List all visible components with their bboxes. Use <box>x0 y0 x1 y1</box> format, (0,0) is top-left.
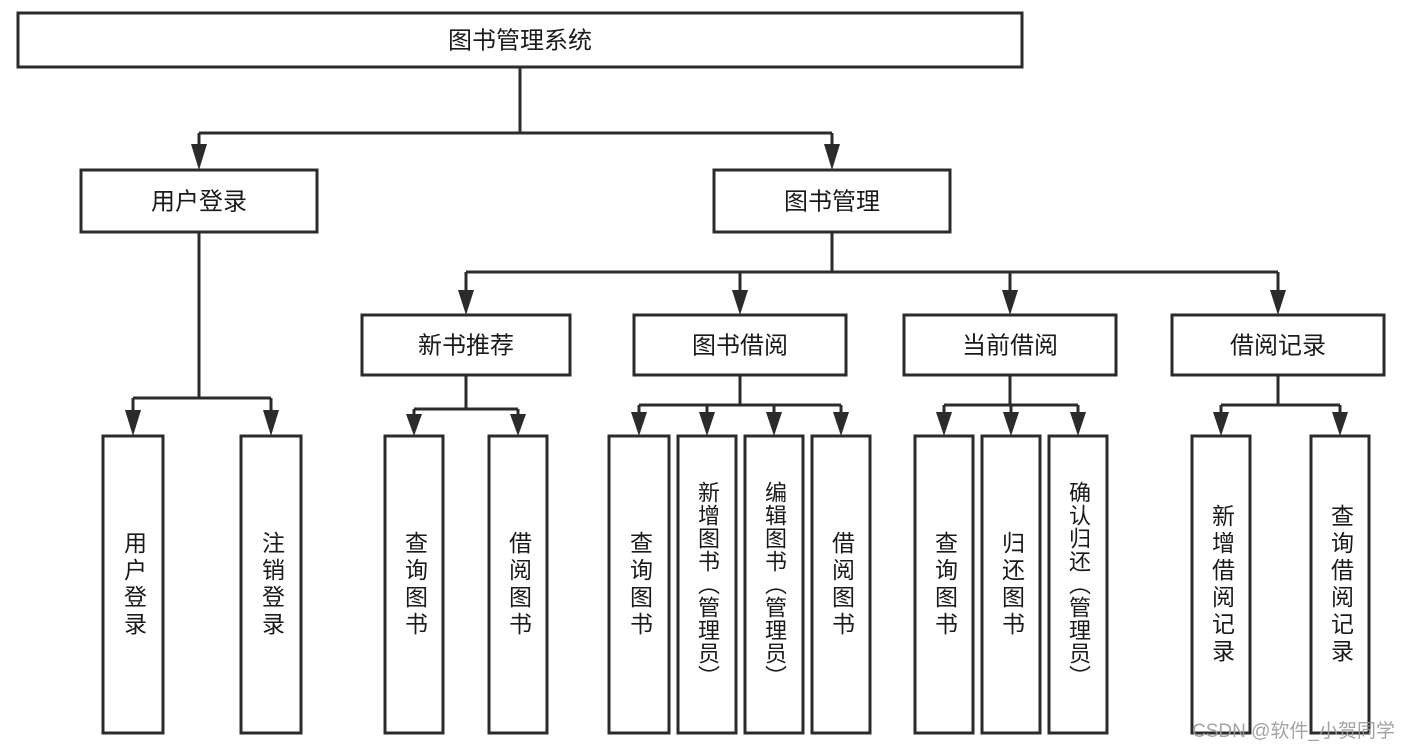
arrow-user-login-leaf-2-icon <box>263 410 279 436</box>
node-new-book-recommend-box[interactable] <box>360 313 572 377</box>
node-book-management-box[interactable] <box>712 168 952 234</box>
node-current-borrow[interactable]: 当前借阅 <box>902 313 1118 377</box>
node-user-login-box[interactable] <box>79 168 319 234</box>
watermark-text: CSDN @软件_小贺同学 <box>1192 721 1395 742</box>
arrow-book-borrow-leaf-4-icon <box>833 412 849 436</box>
leaf-box-add-borrow-record[interactable] <box>1190 434 1252 735</box>
arrow-root-to-book-management-icon <box>824 144 840 170</box>
node-root-box[interactable] <box>16 11 1024 69</box>
node-borrow-record[interactable]: 借阅记录 <box>1170 313 1386 377</box>
node-book-borrow[interactable]: 图书借阅 <box>632 313 848 377</box>
leaf-group-book-borrow <box>607 434 872 735</box>
arrow-borrow-record-leaf-2-icon <box>1332 412 1348 436</box>
leaf-box-return-book[interactable] <box>980 434 1042 735</box>
node-user-login-label: 用户登录 <box>151 189 247 216</box>
leaf-box-borrow-book-1[interactable] <box>487 434 549 735</box>
leaf-group-borrow-record <box>1190 434 1371 735</box>
arrow-to-new-book-recommend-icon <box>458 290 474 315</box>
node-root[interactable]: 图书管理系统 <box>16 11 1024 69</box>
connector-group-root-to-level2 <box>191 67 840 170</box>
leaf-box-query-book-2[interactable] <box>607 434 671 735</box>
arrow-current-borrow-leaf-2-icon <box>1003 412 1019 436</box>
arrow-new-book-recommend-leaf-1-icon <box>406 414 422 436</box>
arrow-book-borrow-leaf-2-icon <box>699 412 715 436</box>
arrow-to-book-borrow-icon <box>732 290 748 315</box>
arrow-root-to-user-login-icon <box>191 144 207 170</box>
arrow-book-borrow-leaf-3-icon <box>766 412 782 436</box>
arrow-to-borrow-record-icon <box>1270 290 1286 315</box>
connector-group-book-management-to-level3 <box>458 232 1286 315</box>
leaf-box-logout-login[interactable] <box>239 434 303 735</box>
node-book-borrow-label: 图书借阅 <box>692 333 788 360</box>
node-root-label: 图书管理系统 <box>448 28 592 55</box>
node-borrow-record-box[interactable] <box>1170 313 1386 377</box>
leaf-box-user-login[interactable] <box>101 434 165 735</box>
leaf-box-add-book-admin[interactable] <box>676 434 738 735</box>
leaf-box-query-book-1[interactable] <box>383 434 445 735</box>
leaf-box-query-borrow-record[interactable] <box>1309 434 1371 735</box>
connector-group-borrow-record-to-leaves <box>1213 375 1348 436</box>
node-user-login[interactable]: 用户登录 <box>79 168 319 234</box>
node-new-book-recommend-label: 新书推荐 <box>418 333 514 360</box>
leaf-group-user-login <box>101 434 303 735</box>
leaf-box-edit-book-admin[interactable] <box>743 434 805 735</box>
node-book-management[interactable]: 图书管理 <box>712 168 952 234</box>
arrow-user-login-leaf-1-icon <box>125 410 141 436</box>
leaf-box-query-book-3[interactable] <box>913 434 975 735</box>
connector-group-current-borrow-to-leaves <box>936 375 1086 436</box>
node-current-borrow-box[interactable] <box>902 313 1118 377</box>
connector-group-book-borrow-to-leaves <box>631 375 849 436</box>
node-book-borrow-box[interactable] <box>632 313 848 377</box>
node-borrow-record-label: 借阅记录 <box>1230 333 1326 360</box>
arrow-new-book-recommend-leaf-2-icon <box>510 414 526 436</box>
node-new-book-recommend[interactable]: 新书推荐 <box>360 313 572 377</box>
arrow-to-current-borrow-icon <box>1002 290 1018 315</box>
connector-group-user-login-to-leaves <box>125 232 279 436</box>
leaf-box-confirm-return-admin[interactable] <box>1047 434 1109 735</box>
arrow-current-borrow-leaf-1-icon <box>936 412 952 436</box>
arrow-book-borrow-leaf-1-icon <box>631 412 647 436</box>
node-current-borrow-label: 当前借阅 <box>962 333 1058 360</box>
connector-group-new-book-recommend-to-leaves <box>406 375 526 436</box>
node-book-management-label: 图书管理 <box>784 189 880 216</box>
arrow-current-borrow-leaf-3-icon <box>1070 412 1086 436</box>
leaf-group-new-book-recommend <box>383 434 549 735</box>
arrow-borrow-record-leaf-1-icon <box>1213 412 1229 436</box>
leaf-box-borrow-book-2[interactable] <box>810 434 872 735</box>
leaf-group-current-borrow <box>913 434 1109 735</box>
